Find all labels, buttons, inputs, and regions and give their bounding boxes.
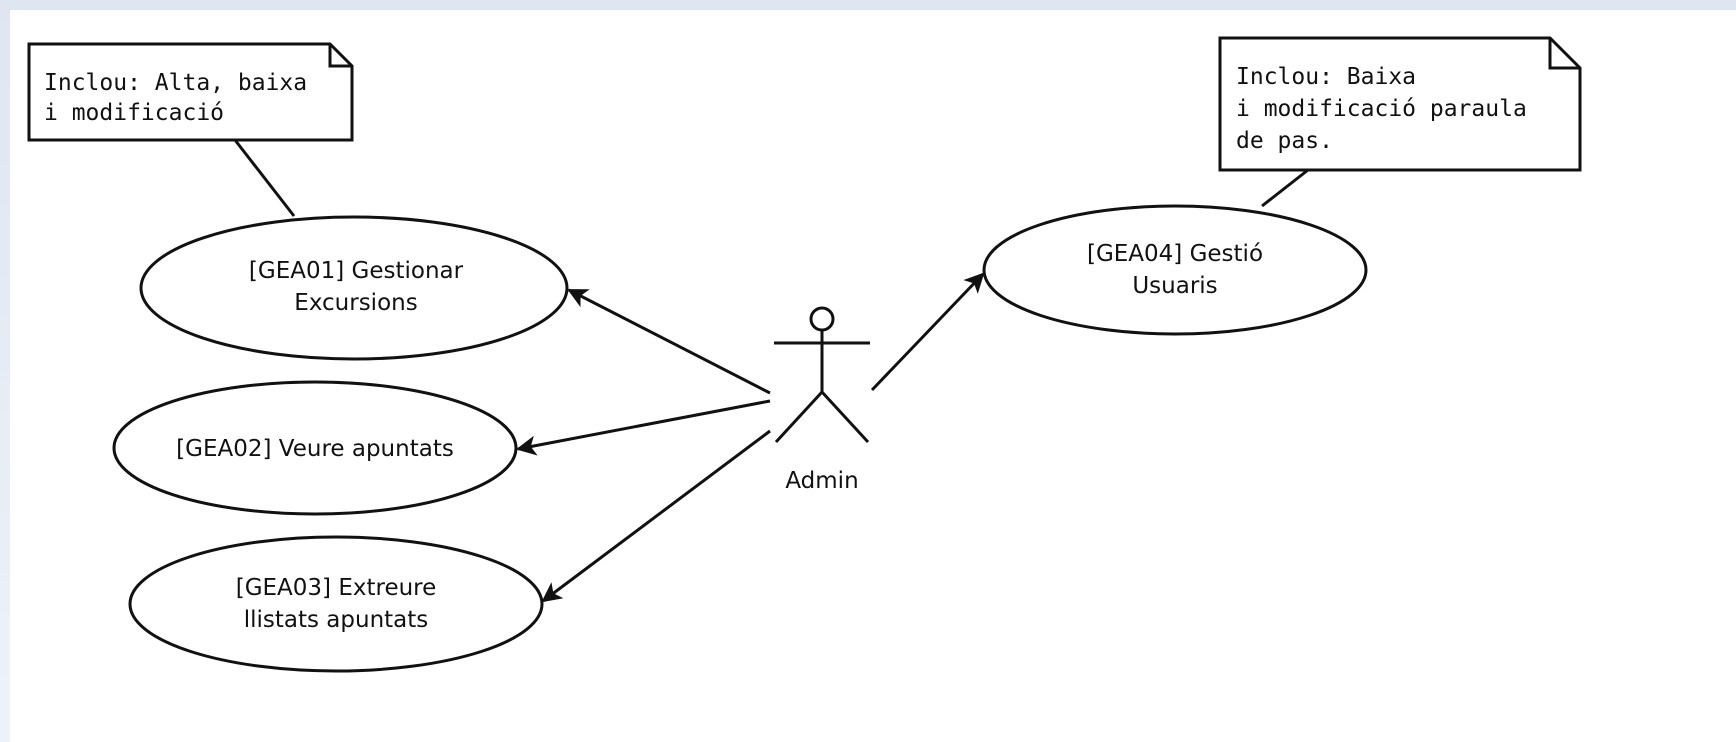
note-2: Inclou: Baixa i modificació paraula de p… (1218, 36, 1582, 172)
note-1-anchor-line (233, 139, 296, 217)
use-case-gea04[interactable]: [GEA04] Gestió Usuaris (982, 204, 1368, 336)
association-admin-gea01 (567, 288, 771, 395)
actor-admin[interactable]: Admin (774, 306, 870, 494)
use-case-gea04-line-1: [GEA04] Gestió (1087, 241, 1263, 267)
association-admin-gea03 (541, 429, 771, 603)
note-2-line-2: i modificació paraula (1236, 96, 1527, 122)
actor-head (809, 306, 835, 332)
use-case-gea02[interactable]: [GEA02] Veure apuntats (112, 380, 518, 516)
note-2-line-1: Inclou: Baixa (1236, 64, 1416, 90)
note-1: Inclou: Alta, baixa i modificació (27, 42, 354, 142)
use-case-diagram: Inclou: Alta, baixa i modificació Inclou… (27, 36, 1582, 673)
note-1-line-2: i modificació (44, 100, 224, 126)
note-2-line-3: de pas. (1236, 128, 1333, 154)
actor-label: Admin (785, 468, 858, 494)
note-2-anchor-line (1261, 168, 1309, 208)
association-admin-gea04 (870, 272, 985, 392)
use-case-gea04-line-2: Usuaris (1132, 273, 1217, 299)
use-case-gea03-line-2: llistats apuntats (244, 607, 429, 633)
use-case-gea01-line-1: [GEA01] Gestionar (249, 258, 464, 284)
actor-left-leg (774, 390, 824, 444)
use-case-gea01-line-2: Excursions (294, 290, 417, 316)
use-case-gea02-line-1: [GEA02] Veure apuntats (176, 436, 454, 462)
association-admin-gea02 (516, 399, 771, 456)
diagram-canvas: Inclou: Alta, baixa i modificació Inclou… (10, 10, 1736, 742)
use-case-gea03-line-1: [GEA03] Extreure (236, 575, 437, 601)
use-case-gea03[interactable]: [GEA03] Extreure llistats apuntats (128, 535, 544, 673)
use-case-gea01[interactable]: [GEA01] Gestionar Excursions (139, 215, 569, 361)
note-1-line-1: Inclou: Alta, baixa (44, 70, 307, 96)
actor-right-leg (820, 390, 870, 444)
